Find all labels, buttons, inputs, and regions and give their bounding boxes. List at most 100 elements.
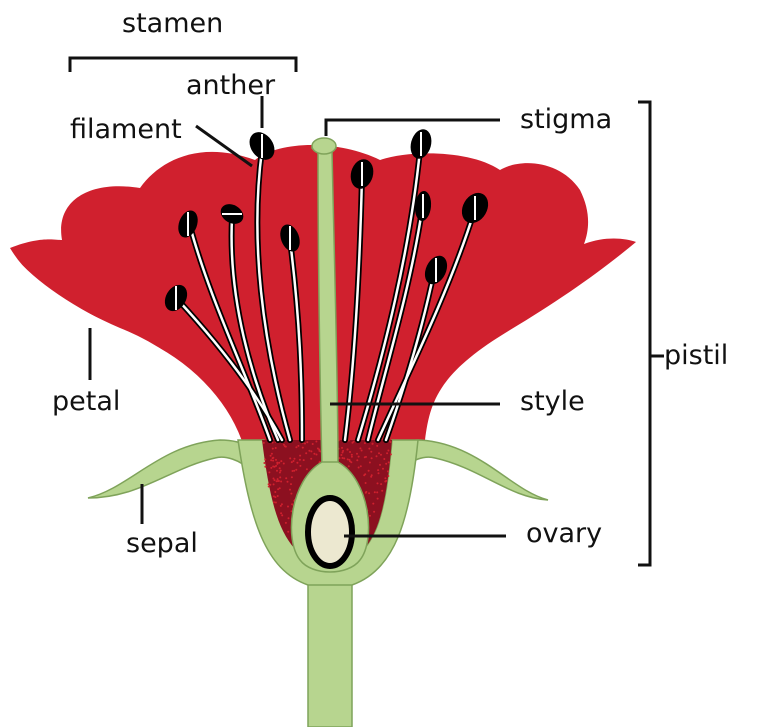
stipple-dot: [274, 491, 276, 493]
stipple-dot: [303, 459, 305, 461]
stipple-dot: [368, 470, 370, 472]
stipple-dot: [268, 471, 270, 473]
stipple-dot: [349, 451, 351, 453]
stipple-dot: [277, 495, 279, 497]
stipple-dot: [289, 457, 291, 459]
stipple-dot: [264, 459, 266, 461]
stipple-dot: [372, 503, 374, 505]
stipple-dot: [364, 473, 366, 475]
stipple-dot: [351, 456, 353, 458]
stipple-dot: [304, 443, 306, 445]
stipple-dot: [278, 462, 280, 464]
stipple-dot: [351, 454, 353, 456]
stipple-dot: [293, 460, 295, 462]
label-filament: filament: [70, 114, 182, 145]
stipple-dot: [271, 453, 273, 455]
stigma-tip: [312, 138, 336, 154]
stipple-dot: [276, 480, 278, 482]
stipple-dot: [287, 531, 289, 533]
stipple-dot: [387, 450, 389, 452]
label-stigma: stigma: [520, 104, 612, 135]
stipple-dot: [377, 482, 379, 484]
stipple-dot: [299, 455, 301, 457]
stipple-dot: [279, 476, 281, 478]
stipple-dot: [288, 517, 290, 519]
stipple-dot: [318, 450, 320, 452]
stipple-dot: [275, 502, 277, 504]
stipple-dot: [377, 469, 379, 471]
stipple-dot: [378, 452, 380, 454]
stipple-dot: [364, 442, 366, 444]
stipple-dot: [369, 462, 371, 464]
stipple-dot: [280, 505, 282, 507]
stipple-dot: [372, 443, 374, 445]
stipple-dot: [389, 441, 391, 443]
stipple-dot: [285, 522, 287, 524]
label-pistil: pistil: [664, 340, 728, 371]
stipple-dot: [272, 457, 274, 459]
stipple-dot: [310, 450, 312, 452]
stipple-dot: [376, 455, 378, 457]
stipple-dot: [358, 467, 360, 469]
stipple-dot: [290, 493, 292, 495]
stipple-dot: [343, 457, 345, 459]
stipple-dot: [341, 447, 343, 449]
stipple-dot: [280, 470, 282, 472]
stipple-dot: [315, 441, 317, 443]
stipple-dot: [390, 453, 392, 455]
stipple-dot: [275, 447, 277, 449]
stipple-dot: [295, 469, 297, 471]
stipple-dot: [279, 472, 281, 474]
stipple-dot: [285, 477, 287, 479]
label-sepal: sepal: [126, 528, 198, 559]
stipple-dot: [313, 453, 315, 455]
stipple-dot: [365, 492, 367, 494]
stipple-dot: [270, 467, 272, 469]
stem: [308, 580, 352, 727]
stipple-dot: [297, 445, 299, 447]
stipple-dot: [348, 465, 350, 467]
stipple-dot: [382, 468, 384, 470]
stipple-dot: [285, 446, 287, 448]
stipple-dot: [274, 479, 276, 481]
stipple-dot: [276, 463, 278, 465]
stipple-dot: [268, 483, 270, 485]
stipple-dot: [308, 450, 310, 452]
stipple-dot: [287, 506, 289, 508]
stipple-dot: [380, 483, 382, 485]
stipple-dot: [340, 454, 342, 456]
stipple-dot: [379, 464, 381, 466]
stipple-dot: [305, 452, 307, 454]
stipple-dot: [264, 466, 266, 468]
stipple-dot: [283, 463, 285, 465]
stipple-dot: [388, 461, 390, 463]
stipple-dot: [387, 470, 389, 472]
stipple-dot: [378, 472, 380, 474]
stipple-dot: [272, 460, 274, 462]
stipple-dot: [383, 458, 385, 460]
stipple-dot: [360, 465, 362, 467]
ovule: [308, 498, 352, 566]
pistil-bracket: [638, 102, 650, 565]
stipple-dot: [342, 457, 344, 459]
stipple-dot: [373, 511, 375, 513]
stipple-dot: [347, 458, 349, 460]
stipple-dot: [279, 487, 281, 489]
label-petal: petal: [52, 386, 120, 417]
stipple-dot: [295, 446, 297, 448]
stipple-dot: [291, 503, 293, 505]
stipple-dot: [290, 483, 292, 485]
label-anther: anther: [186, 70, 276, 101]
stipple-dot: [289, 489, 291, 491]
stipple-dot: [371, 474, 373, 476]
stipple-dot: [299, 459, 301, 461]
sepal-left: [88, 440, 260, 498]
stipple-dot: [279, 467, 281, 469]
stipple-dot: [281, 514, 283, 516]
stipple-dot: [386, 452, 388, 454]
stipple-dot: [296, 462, 298, 464]
stipple-dot: [312, 443, 314, 445]
stipple-dot: [316, 454, 318, 456]
stipple-dot: [292, 470, 294, 472]
